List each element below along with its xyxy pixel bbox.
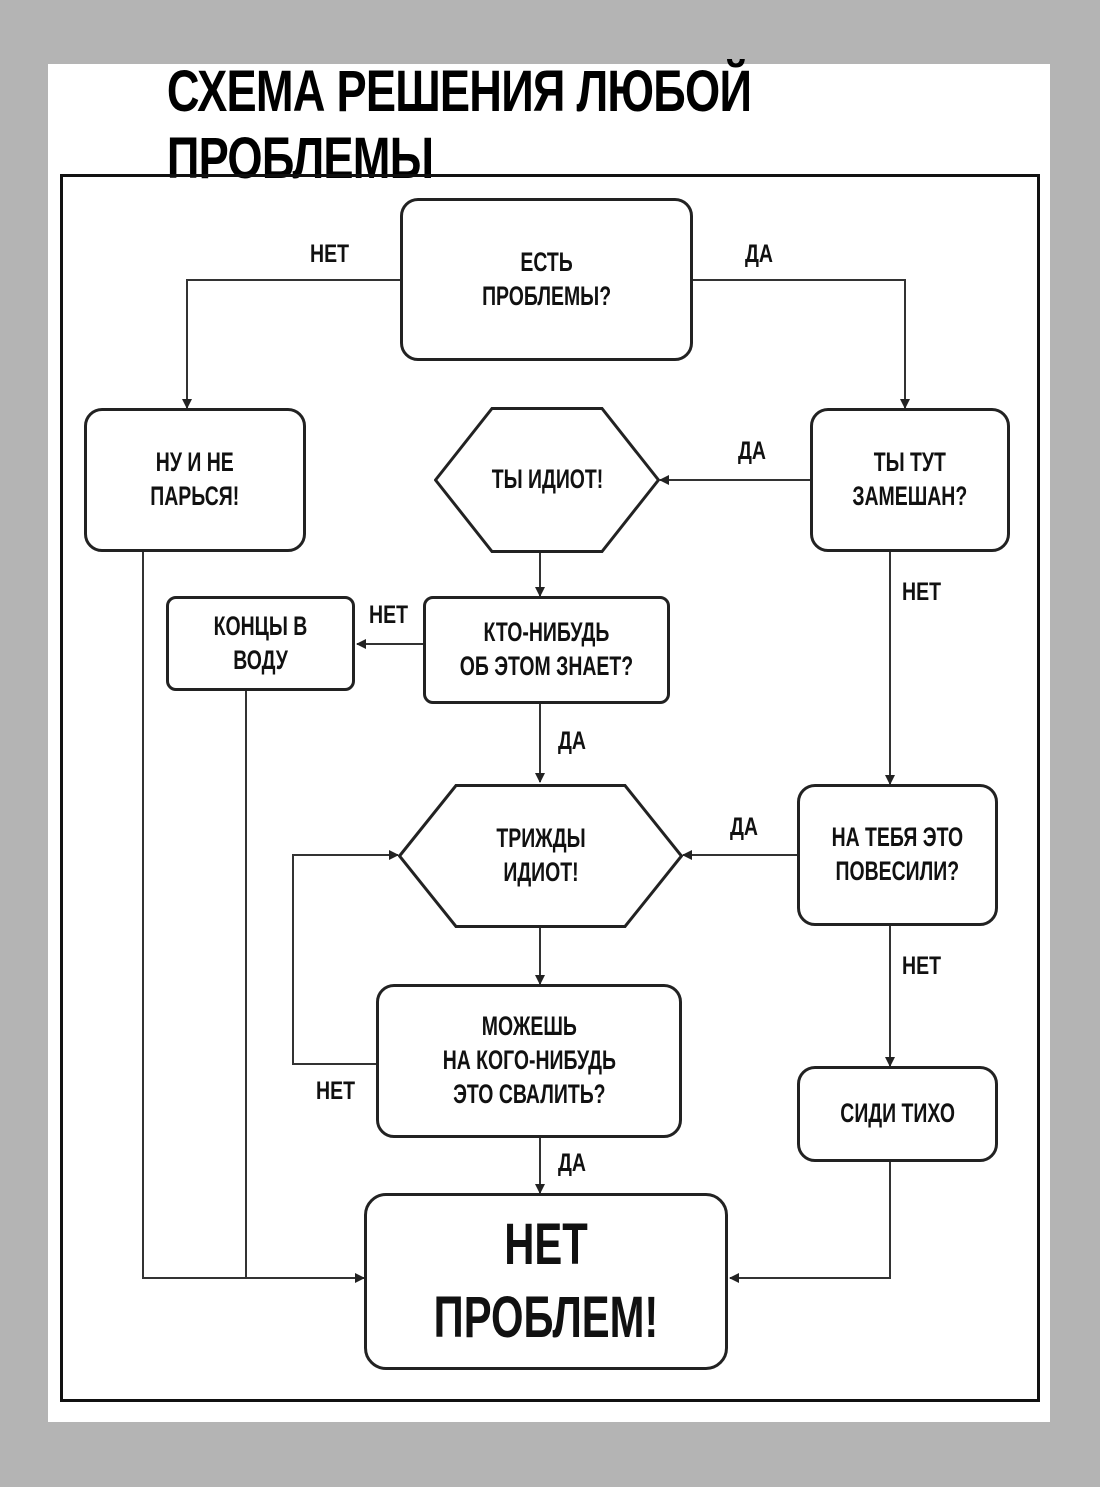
node-no-problem: НЕТ ПРОБЛЕМ!: [364, 1193, 728, 1370]
diagram-frame: [60, 174, 1040, 1402]
label-involved-yes: ДА: [738, 437, 766, 465]
connector-dontworry-to-end: [142, 552, 365, 1283]
label-knows-yes: ДА: [558, 727, 586, 755]
label-involved-no: НЕТ: [902, 578, 941, 606]
label-blame-no: НЕТ: [316, 1077, 355, 1105]
node-are-there-problems: ЕСТЬ ПРОБЛЕМЫ?: [400, 198, 693, 361]
label-blamed-no: НЕТ: [902, 952, 941, 980]
hexagon-shape: [434, 407, 660, 553]
node-can-you-blame-someone: МОЖЕШЬ НА КОГО-НИБУДЬ ЭТО СВАЛИТЬ?: [376, 984, 682, 1138]
label-knows-no: НЕТ: [369, 601, 408, 629]
connector-problems-no: [182, 279, 400, 409]
node-triple-idiot: ТРИЖДЫ ИДИОТ!: [398, 784, 683, 928]
label-problems-yes: ДА: [745, 240, 773, 268]
connector-problems-yes: [693, 279, 910, 409]
connector-quiet-to-end: [729, 1162, 891, 1283]
node-was-it-pinned-on-you: НА ТЕБЯ ЭТО ПОВЕСИЛИ?: [797, 784, 998, 926]
label-problems-no: НЕТ: [310, 240, 349, 268]
connector-blame-no: [292, 850, 399, 1065]
node-sit-quietly: СИДИ ТИХО: [797, 1066, 998, 1162]
node-dont-worry: НУ И НЕ ПАРЬСЯ!: [84, 408, 306, 552]
node-you-idiot: ТЫ ИДИОТ!: [434, 407, 660, 553]
node-ends-in-water: КОНЦЫ В ВОДУ: [166, 596, 355, 691]
label-blamed-yes: ДА: [730, 813, 758, 841]
label-blame-yes: ДА: [558, 1149, 586, 1177]
node-are-you-involved: ТЫ ТУТ ЗАМЕШАН?: [810, 408, 1010, 552]
hexagon-shape: [398, 784, 683, 928]
node-does-anyone-know: КТО-НИБУДЬ ОБ ЭТОМ ЗНАЕТ?: [423, 596, 670, 704]
